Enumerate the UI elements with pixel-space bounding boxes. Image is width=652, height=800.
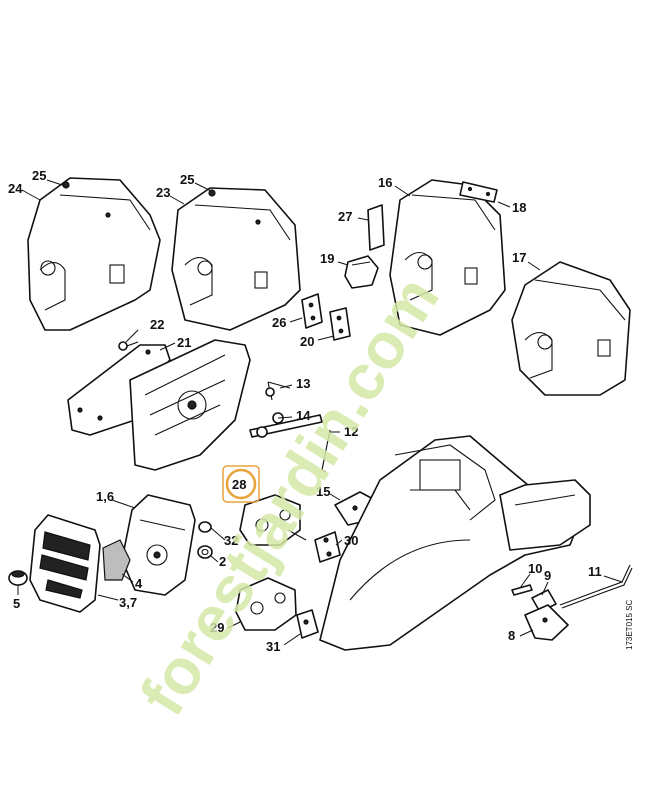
rod-part-11: [559, 564, 633, 609]
callout-23: 23: [156, 185, 170, 200]
callout-2: 2: [219, 554, 226, 569]
callout-24: 24: [8, 181, 23, 196]
callout-19: 19: [320, 251, 334, 266]
bracket-part-20: [329, 307, 351, 341]
callout-1-6: 1,6: [96, 489, 114, 504]
knob-part-5: [8, 570, 28, 586]
rod-part-12: [321, 429, 331, 473]
filter-cover-part-3-7: [29, 514, 101, 613]
callout-10: 10: [528, 561, 542, 576]
highlight-box-28: [222, 465, 260, 503]
shroud-part-23: [171, 187, 301, 331]
callout-5: 5: [13, 596, 20, 611]
callout-labels: 24 25 23 25 16 18 27 19 17 26 20 22 21 1…: [8, 168, 602, 654]
label-part-27: [367, 204, 385, 251]
callout-21: 21: [177, 335, 191, 350]
callout-4: 4: [135, 576, 143, 591]
callout-18: 18: [512, 200, 526, 215]
filter-housing-part-1-6: [121, 494, 196, 596]
main-housing: [319, 435, 591, 651]
callout-11: 11: [588, 564, 602, 579]
callout-17: 17: [512, 250, 526, 265]
callout-13: 13: [296, 376, 310, 391]
callout-32: 32: [224, 533, 238, 548]
callout-27: 27: [338, 209, 352, 224]
callout-3-7: 3,7: [119, 595, 137, 610]
carburetor-part-29: [235, 577, 297, 631]
gasket-part-30: [314, 531, 341, 563]
callout-9: 9: [544, 568, 551, 583]
filter-mesh-part-4: [102, 539, 131, 581]
nut-part-32: [198, 521, 212, 533]
gasket-part-31: [296, 609, 319, 639]
callout-16: 16: [378, 175, 392, 190]
highlight-ring-28: [225, 468, 257, 500]
callout-15: 15: [316, 484, 330, 499]
shroud-part-17: [511, 261, 631, 396]
shroud-part-16: [389, 179, 506, 336]
cover-plate: [129, 339, 251, 471]
spacer-part-2: [197, 545, 213, 559]
callout-14: 14: [296, 408, 311, 423]
callout-26: 26: [272, 315, 286, 330]
screw-part-22: [118, 341, 139, 351]
plate-part-18: [459, 181, 498, 203]
callout-12: 12: [344, 424, 358, 439]
shroud-part-24: [27, 177, 161, 331]
pin-part-10: [511, 584, 533, 596]
knob-part-19: [344, 255, 379, 289]
carburetor-part-28: [239, 494, 307, 546]
callout-25b: 25: [180, 172, 194, 187]
callout-29: 29: [210, 620, 224, 635]
callout-30: 30: [344, 533, 358, 548]
callout-31: 31: [266, 639, 280, 654]
bracket-part-26: [301, 293, 323, 329]
callout-20: 20: [300, 334, 314, 349]
callout-8: 8: [508, 628, 515, 643]
leader-lines: [17, 179, 623, 646]
drawing-reference: 173ET015 SC: [625, 600, 634, 650]
lockout-part-8: [524, 604, 569, 641]
callout-25a: 25: [32, 168, 46, 183]
callout-28: 28: [232, 477, 246, 492]
lever-part-13: [265, 381, 291, 401]
callout-22: 22: [150, 317, 164, 332]
